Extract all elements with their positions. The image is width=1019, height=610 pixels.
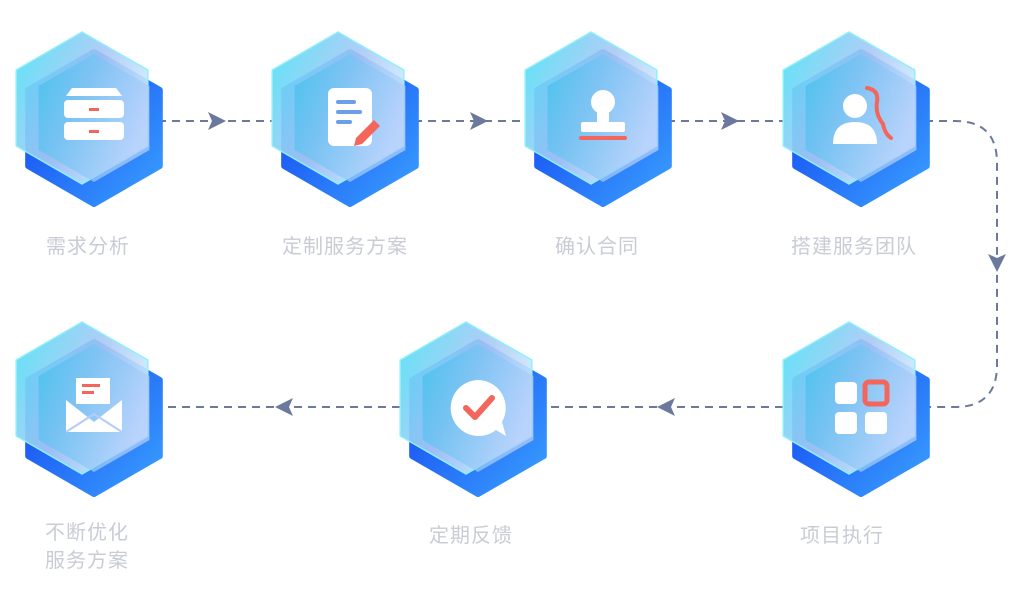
arrow-left-icon (657, 398, 675, 416)
check-chat-icon (450, 380, 506, 436)
stamp-icon (579, 90, 627, 140)
hex-inner (38, 344, 150, 472)
arrow-right-icon (208, 112, 226, 130)
step-node-2 (271, 31, 419, 207)
step-node-3 (524, 31, 672, 207)
arrowheads (208, 112, 1006, 416)
document-edit-icon (328, 88, 380, 146)
team-person-icon (833, 86, 893, 144)
arrow-right-icon (470, 112, 488, 130)
step-label-2: 定制服务方案 (282, 234, 408, 258)
step-node-1 (15, 31, 163, 207)
mail-icon (65, 378, 123, 433)
hex-inner (805, 54, 917, 182)
step-label-3: 确认合同 (555, 234, 639, 258)
hex-inner (805, 344, 917, 472)
step-label-7-line2: 服务方案 (45, 548, 129, 572)
arrow-down-icon (988, 254, 1006, 272)
step-label-7-line1: 不断优化 (45, 520, 129, 544)
archive-drawer-icon (64, 88, 124, 140)
step-label-1: 需求分析 (46, 234, 130, 258)
step-node-7 (15, 321, 163, 497)
grid-apps-icon (835, 379, 890, 434)
step-label-7: 不断优化 服务方案 (0, 518, 187, 574)
step-label-5: 项目执行 (800, 523, 884, 547)
arrow-left-icon (275, 398, 293, 416)
step-node-5 (782, 321, 930, 497)
step-node-4 (782, 31, 930, 207)
step-node-6 (399, 321, 547, 497)
arrow-right-icon (721, 112, 739, 130)
step-label-4: 搭建服务团队 (791, 234, 917, 258)
step-label-6: 定期反馈 (429, 523, 513, 547)
connector-4-5 (925, 120, 998, 408)
